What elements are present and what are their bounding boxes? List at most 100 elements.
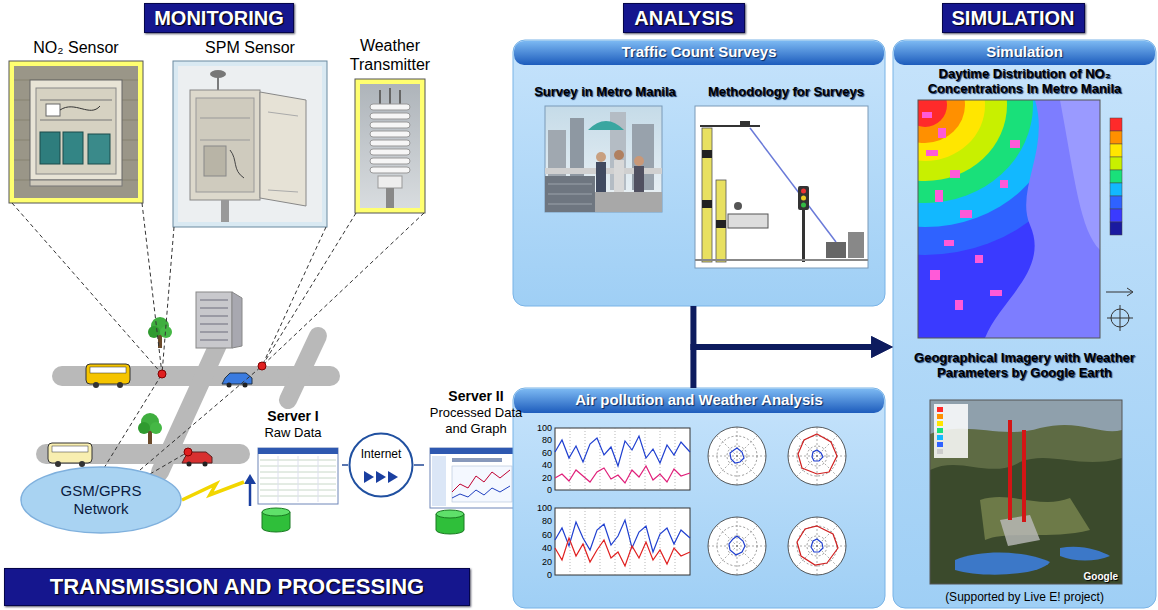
photo-caption: Methodology for Surveys [693,84,879,108]
no2-concentration-map [960,210,972,218]
no2-concentration-map [950,170,960,178]
time-series-chart [555,436,690,466]
no2-concentration-map [918,100,1007,181]
survey-photo [545,106,662,212]
axis-tick-label: 80 [542,435,552,446]
weather-transmitter-photo [370,158,410,164]
bus [90,367,126,373]
survey-method-drawing [716,180,726,262]
time-series-chart [555,428,690,575]
no2-concentration-map [922,112,1020,310]
server-caption: Raw Data [244,425,342,441]
sensor-photo-box: NO₂ Sensor [8,38,144,204]
simulation-panel: SimulationDaytime Distribution of NO₂ Co… [893,40,1156,608]
survey-photo [634,156,644,166]
survey-method-drawing [695,106,868,268]
survey-photo [634,166,644,192]
no2-concentration-map [938,128,946,138]
survey-method-drawing [802,206,805,262]
survey-method-drawing [702,150,712,158]
wind-rose [797,526,838,565]
network-ellipse-shape [21,467,181,533]
survey-method-drawing [750,128,836,242]
server-screenshot [452,486,510,498]
google-earth-image [1060,547,1110,561]
no2-concentration-map [922,112,932,118]
google-earth-image [1022,430,1026,522]
axis-tick-label: 60 [542,529,552,540]
analysis-panel: Air pollution and Weather Analysis [513,388,885,608]
forward-symbol [376,471,386,483]
spm-sensor-photo [178,66,322,222]
wind-rose [788,517,846,575]
image-border [930,400,1122,584]
photo-box: Survey in Metro Manila [519,84,691,214]
section-header: SIMULATION [942,3,1085,33]
wind-rose [798,434,837,474]
bus [86,364,130,384]
no2-sensor-photo [40,100,112,120]
google-earth-image [955,553,1050,575]
wireless-link [182,482,244,500]
no2-sensor-photo [14,66,138,198]
weather-transmitter-photo [370,149,410,155]
survey-method-drawing [695,106,868,268]
survey-photo [595,192,662,212]
network-line [342,464,348,466]
survey-photo [588,121,624,130]
survey-method-drawing [702,200,712,208]
watermark: Google [1084,571,1118,582]
google-earth-image [934,404,968,458]
color-scale [1110,209,1122,222]
spm-sensor-photo [268,112,298,192]
color-scale [1110,144,1122,157]
no2-concentration-map [918,100,985,161]
section-title: MONITORING [154,7,284,30]
google-earth-image [930,400,1122,584]
google-earth-image [937,449,943,454]
color-scale [1110,157,1122,170]
weather-transmitter-photo [370,113,410,119]
street-illustration [288,336,318,400]
survey-method-drawing [801,189,806,194]
no2-concentration-map [918,100,1033,203]
sensor-photo-box: SPM Sensor [172,38,328,228]
tree [148,430,152,444]
google-earth-image [930,400,1122,584]
weather-transmitter-photo [386,188,394,208]
bus [117,382,123,388]
server-box: Server IRaw Data [244,408,342,532]
weather-transmitter-photo [370,122,410,128]
building [232,292,242,348]
no2-sensor-photo [9,61,143,203]
spm-sensor-photo [190,90,260,200]
no2-concentration-map [930,270,940,280]
server-screenshot [430,448,516,508]
network-ellipse: GSM/GPRS Network [20,466,182,534]
survey-photo [548,184,592,204]
building [200,300,228,340]
survey-method-drawing [826,242,846,258]
circle-outline [348,432,414,498]
weather-transmitter-photo [355,79,425,213]
spm-sensor-photo [173,61,327,227]
time-series-chart [555,538,690,566]
bus [86,364,130,388]
spm-sensor-photo [230,150,244,178]
street-illustration [46,444,240,464]
spm-sensor-photo [260,92,306,206]
bus [79,461,85,467]
axis-tick-label: 20 [542,556,552,567]
credit-note: (Supported by Live E! project) [897,590,1152,606]
database-cylinder [436,510,464,534]
time-series-chart [555,508,690,575]
wind-scale-and-compass [1106,288,1133,296]
survey-photo [614,160,624,192]
server-screenshot [258,448,338,454]
axis-tick-label: 20 [542,472,552,483]
tree [148,317,172,348]
no2-sensor-photo [14,80,138,180]
car [222,373,252,388]
no2-concentration-map [926,150,938,156]
forward-symbol [364,471,374,483]
